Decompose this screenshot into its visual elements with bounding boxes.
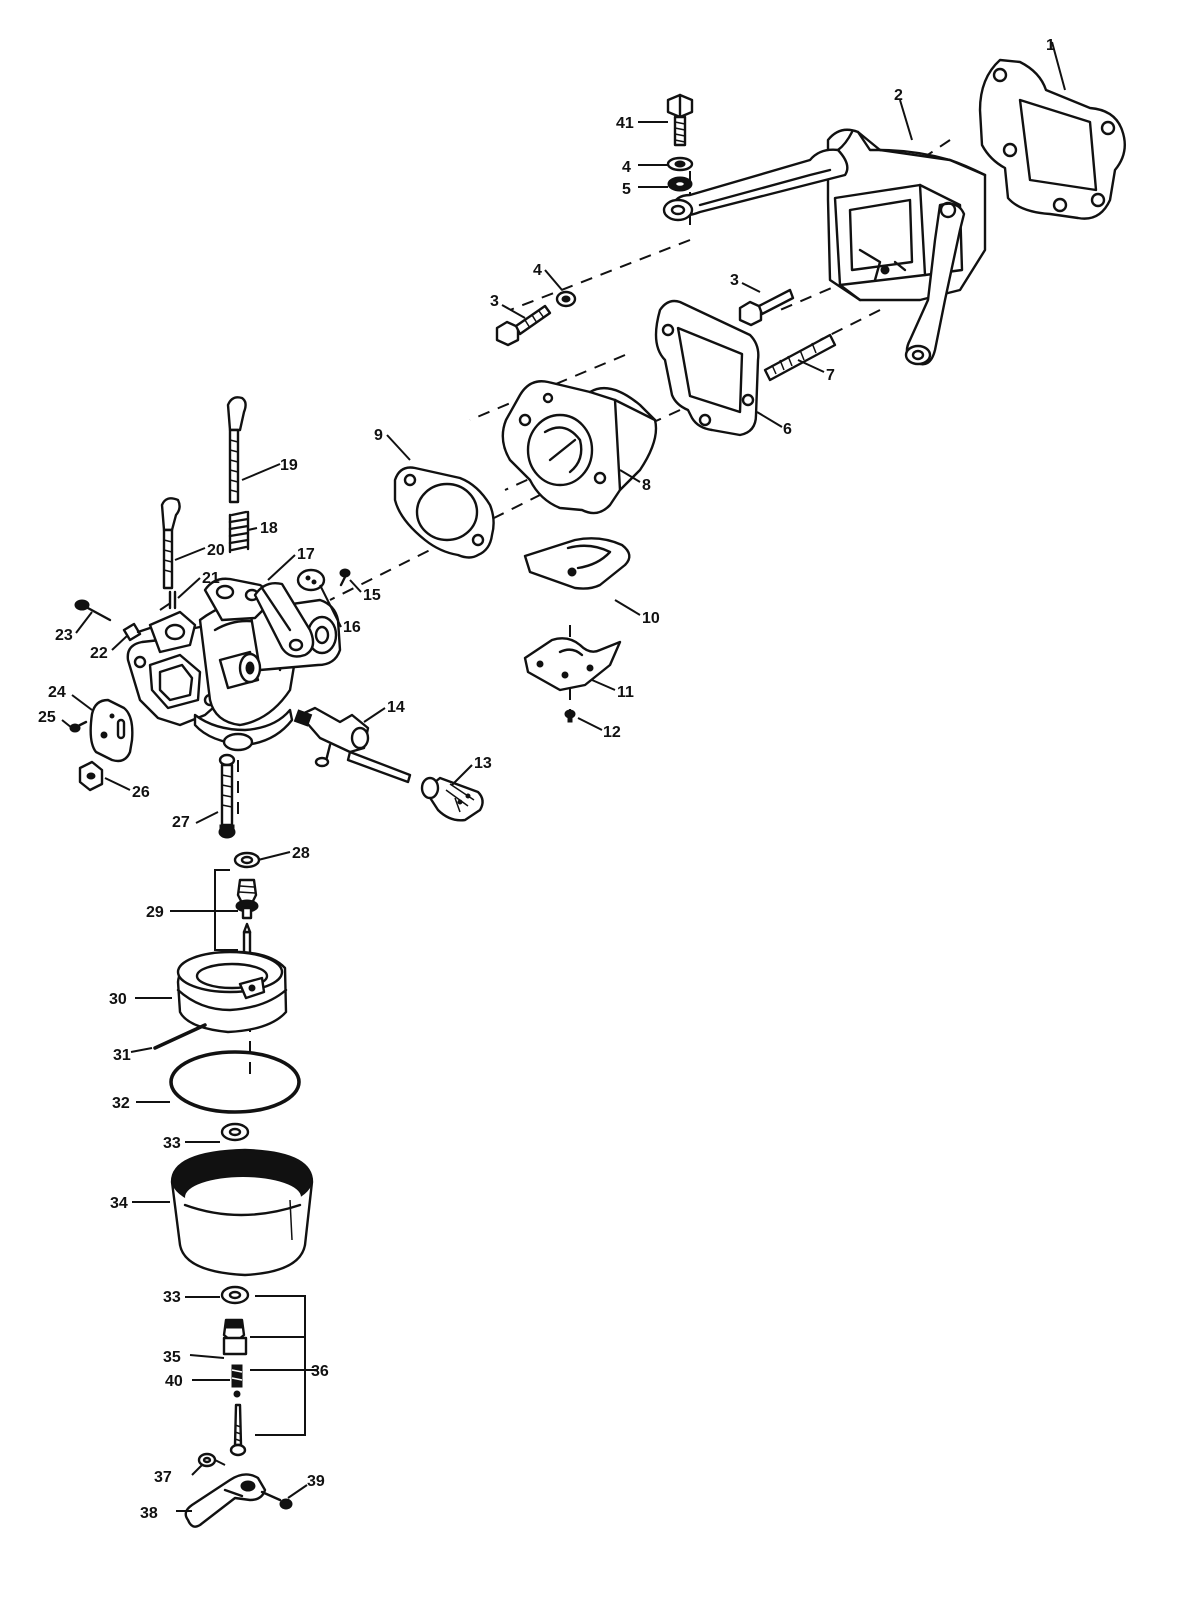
part-30-float [176,950,288,1034]
carburetor-body [126,577,342,752]
callout-labels: 1 2 3 3 4 4 5 6 7 8 9 10 11 12 13 14 15 … [38,37,1055,1522]
callout-3-right: 3 [730,272,739,289]
callout-27: 27 [172,814,190,831]
callout-41: 41 [616,115,634,132]
part-32-bowl-gasket [169,1050,301,1114]
callout-4-upper: 4 [622,159,631,176]
callout-10: 10 [642,610,660,627]
callout-26: 26 [132,784,150,801]
callout-2: 2 [894,87,903,104]
part-16-choke-plate [296,568,326,592]
part-3-bolt-left [495,304,552,347]
part-3-bolt-right [738,288,795,327]
callout-19: 19 [280,457,298,474]
part-1-reed-plate-gasket [978,58,1126,220]
callout-38: 38 [140,1505,158,1522]
callout-33-lower: 33 [163,1289,181,1306]
part-41-bolt [666,93,694,147]
part-20-mixture-screw [160,497,181,590]
callout-8: 8 [642,477,651,494]
callout-14: 14 [387,699,405,716]
callout-6: 6 [783,421,792,438]
part-8-adapter [501,380,658,515]
part-9-gasket [393,466,495,559]
part-33-gasket-upper [220,1122,250,1142]
callout-25: 25 [38,709,56,726]
callout-24: 24 [48,684,66,701]
callout-37: 37 [154,1469,172,1486]
callout-9: 9 [374,427,383,444]
callout-17: 17 [297,546,315,563]
part-27-main-jet [218,753,236,839]
callout-11: 11 [617,684,634,701]
callout-7: 7 [826,367,835,384]
callout-28: 28 [292,845,310,862]
part-4-lock-washer-upper [666,156,694,172]
callout-31: 31 [113,1047,131,1064]
callout-21: 21 [202,570,220,587]
callout-40: 40 [165,1373,183,1390]
part-19-idle-screw [226,396,247,504]
part-18-spring [228,510,250,554]
part-21-spring [168,590,177,610]
part-33-gasket-lower [220,1285,250,1305]
callout-15: 15 [363,587,381,604]
part-2-intake-manifold [662,128,987,366]
part-11-clip [523,637,622,692]
part-31-float-pin [153,1023,207,1050]
callout-20: 20 [207,542,225,559]
callout-34: 34 [110,1195,128,1212]
leader-lines [61,41,1066,1512]
callout-29: 29 [146,904,164,921]
part-38-throttle-lever [184,1473,267,1528]
part-13-filter-plug [420,776,484,822]
callout-18: 18 [260,520,278,537]
part-26-nut [78,760,104,792]
part-17-choke-lever [253,581,315,658]
part-14-needle-valve [293,706,412,784]
part-15-screw [339,568,351,587]
callout-12: 12 [603,724,621,741]
part-22-screw [122,622,152,642]
part-29-inlet-needle-seat [235,878,259,957]
part-6-gasket [654,299,760,437]
callout-33-upper: 33 [163,1135,181,1152]
callout-1: 1 [1046,37,1055,54]
part-28-gasket [233,851,261,869]
part-36-high-speed-needle-assembly [222,1318,248,1457]
callout-35: 35 [163,1349,181,1366]
callout-16: 16 [343,619,361,636]
part-37-washer [197,1452,217,1468]
callout-23: 23 [55,627,73,644]
part-10-throttle-plate [523,537,631,590]
part-39-screw [260,1490,293,1510]
callout-36: 36 [311,1363,329,1380]
part-5-washer [667,176,693,192]
part-25-screw [69,720,88,733]
callout-5: 5 [622,181,631,198]
callout-3-left: 3 [490,293,499,310]
callout-30: 30 [109,991,127,1008]
callout-32: 32 [112,1095,130,1112]
part-23-screw [74,599,112,622]
part-7-stud [763,333,837,382]
part-34-float-bowl [170,1148,314,1277]
callout-4-lower: 4 [533,262,542,279]
part-12-screw [564,709,576,723]
part-24-cover-plate [89,698,134,763]
callout-13: 13 [474,755,492,772]
callout-39: 39 [307,1473,325,1490]
part-4-lock-washer-lower [555,290,577,308]
callout-22: 22 [90,645,108,662]
